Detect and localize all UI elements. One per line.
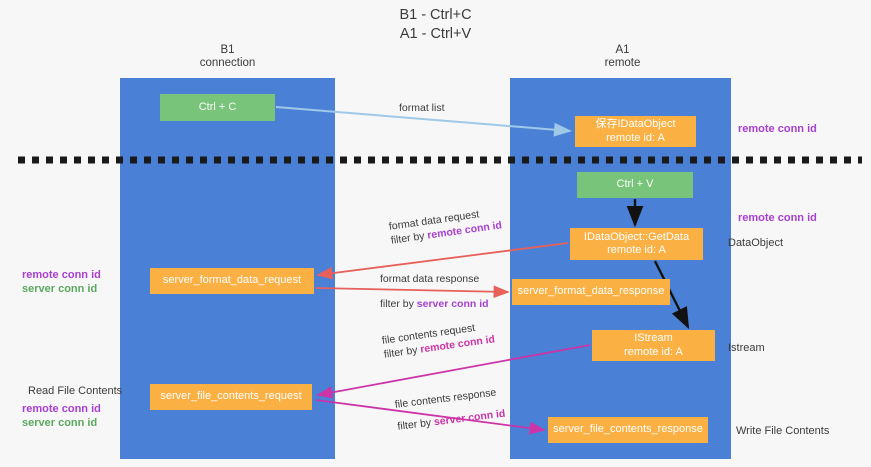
node-idataobject-getdata[interactable]: IDataObject::GetData remote id: A <box>570 228 703 260</box>
annotation-remote-conn-id: remote conn id <box>22 403 101 415</box>
flow-label-file-contents-response: file contents response filter by server … <box>394 385 506 434</box>
node-ctrl-v[interactable]: Ctrl + V <box>577 172 693 198</box>
swimlane-header-a1: A1 remote <box>545 44 700 70</box>
node-server-format-data-request-label: server_format_data_request <box>162 274 302 287</box>
node-save-idataobject-line2: remote id: A <box>606 131 665 144</box>
flow-label-format-data-response: format data response filter by server co… <box>380 272 489 311</box>
flow-label-file-contents-response-filter: filter by server conn id <box>397 407 506 434</box>
annotation-server-conn-id: server conn id <box>22 283 98 295</box>
swimlane-a1-name: A1 <box>615 44 630 56</box>
filter-highlight: server conn id <box>433 407 507 429</box>
node-server-file-contents-response[interactable]: server_file_contents_response <box>548 417 708 443</box>
diagram-title: B1 - Ctrl+C A1 - Ctrl+V <box>399 7 472 42</box>
filter-prefix: filter by <box>383 343 422 361</box>
annotation-remote-conn-id-mid: remote conn id <box>738 212 817 224</box>
annotation-write-file-contents: Write File Contents <box>736 425 830 437</box>
node-server-file-contents-response-label: server_file_contents_response <box>553 423 703 436</box>
annotation-istream: Istream <box>728 342 765 354</box>
flow-label-format-data-response-filter: filter by server conn id <box>380 297 489 311</box>
annotation-remote-conn-id-top: remote conn id <box>738 123 817 135</box>
filter-prefix: filter by <box>380 298 417 310</box>
node-idataobject-getdata-line2: remote id: A <box>607 244 666 256</box>
swimlane-b1-role: connection <box>199 57 256 69</box>
node-save-idataobject[interactable]: 保存IDataObject remote id: A <box>575 116 696 147</box>
node-server-format-data-response[interactable]: server_format_data_response <box>512 279 670 305</box>
node-server-file-contents-request[interactable]: server_file_contents_request <box>150 384 312 410</box>
flow-label-format-data-response-text: format data response <box>380 273 480 285</box>
filter-prefix: filter by <box>396 416 435 433</box>
node-idataobject-getdata-line1: IDataObject::GetData <box>583 230 690 243</box>
swimlane-b1-name: B1 <box>220 44 235 56</box>
filter-highlight: server conn id <box>416 298 489 310</box>
annotation-conn-ids-bottom: remote conn id server conn id <box>22 402 101 430</box>
annotation-server-conn-id: server conn id <box>22 417 98 429</box>
flow-label-format-list-text: format list <box>399 102 445 114</box>
swimlane-a1-role: remote <box>604 57 641 69</box>
node-server-format-data-response-label: server_format_data_response <box>517 285 665 298</box>
flow-label-format-data-request: format data request filter by remote con… <box>388 204 503 247</box>
filter-prefix: filter by <box>390 229 429 247</box>
node-ctrl-c-label: Ctrl + C <box>198 100 237 113</box>
node-server-format-data-request[interactable]: server_format_data_request <box>150 268 314 294</box>
swimlane-header-b1: B1 connection <box>150 44 305 70</box>
annotation-read-file-contents: Read File Contents <box>28 385 123 397</box>
node-server-file-contents-request-label: server_file_contents_request <box>160 390 302 403</box>
node-istream[interactable]: IStream remote id: A <box>592 330 715 361</box>
flow-label-file-contents-request: file contents request filter by remote c… <box>381 318 496 361</box>
node-istream-line2: remote id: A <box>624 345 683 358</box>
node-istream-line1: IStream <box>634 332 673 344</box>
node-ctrl-v-label: Ctrl + V <box>616 178 654 191</box>
annotation-remote-conn-id: remote conn id <box>22 269 101 281</box>
node-save-idataobject-line1: 保存IDataObject <box>595 118 676 130</box>
annotation-dataobject: DataObject <box>728 237 784 249</box>
flow-label-format-list: format list <box>399 101 445 115</box>
annotation-conn-ids-mid: remote conn id server conn id <box>22 268 101 296</box>
node-ctrl-c[interactable]: Ctrl + C <box>160 94 275 121</box>
